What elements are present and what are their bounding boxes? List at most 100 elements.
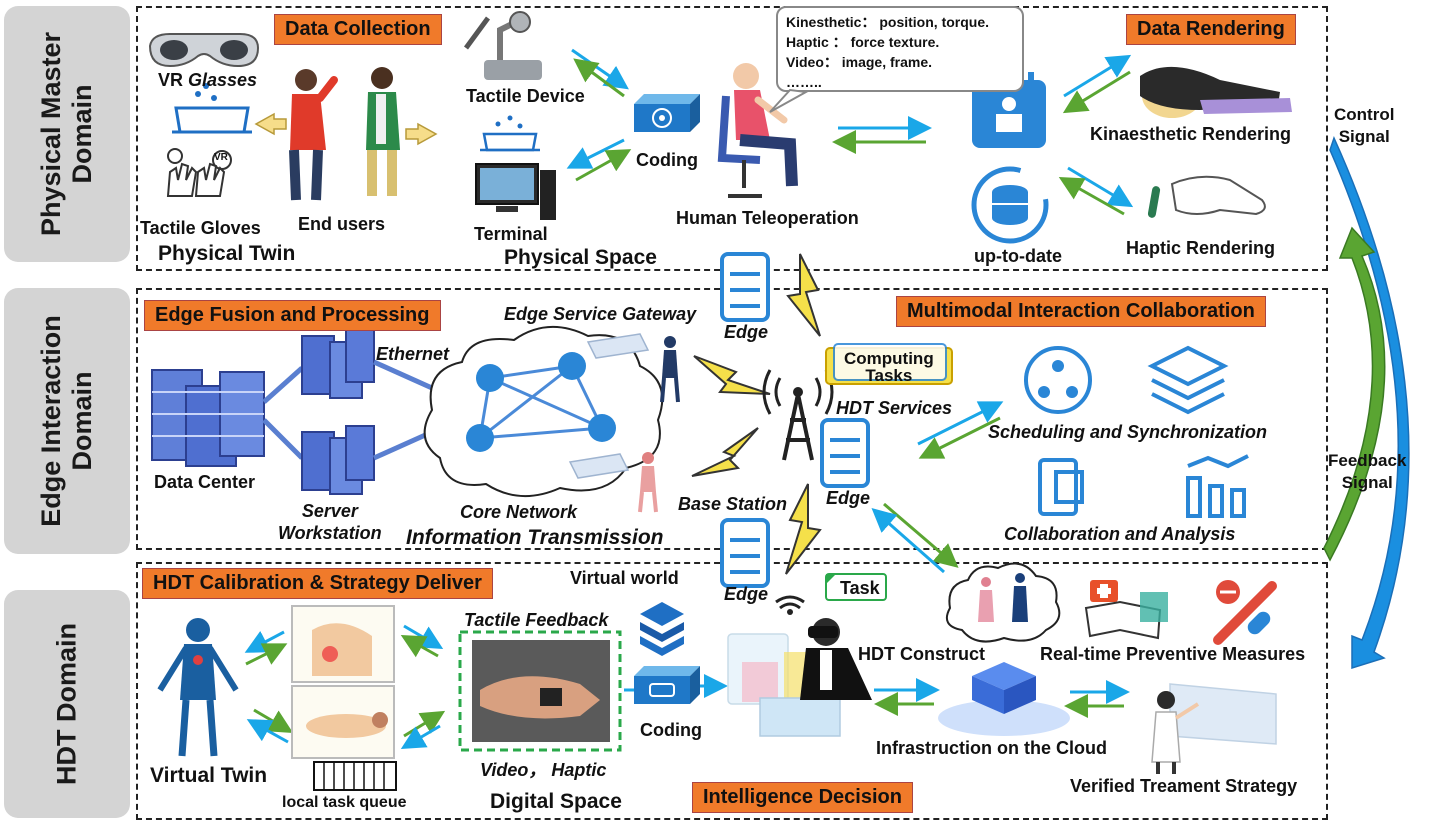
- label-digital-space: Digital Space: [490, 790, 622, 813]
- label-hdt-services: HDT Services: [836, 398, 953, 418]
- label-control-signal: Control Signal: [1334, 105, 1395, 146]
- human-body-dark-icon: [660, 336, 680, 403]
- synchronization-layers-icon: [1147, 345, 1229, 415]
- label-physical-twin: Physical Twin: [158, 242, 296, 265]
- data-center-icon: [151, 369, 265, 467]
- bubble-line-kinesthetic: Kinesthetic： position, torque.: [786, 14, 990, 30]
- label-edge-top: Edge: [724, 322, 769, 342]
- tactile-glove-device-icon: [172, 83, 252, 134]
- human-body-red-icon: [638, 452, 658, 513]
- medical-kit-book-icon: [1084, 580, 1168, 640]
- label-vr-glasses: VR Glasses: [158, 70, 257, 91]
- haptic-rendering-icon: [1147, 175, 1266, 218]
- scheduling-icon: [1024, 346, 1092, 414]
- label-core-network: Core Network: [460, 502, 578, 522]
- label-infrastruction: Infrastruction on the Cloud: [876, 738, 1107, 758]
- header-intelligence: Intelligence Decision: [692, 782, 913, 813]
- label-task: Task: [840, 578, 880, 598]
- label-tactile-gloves: Tactile Gloves: [140, 218, 261, 238]
- label-verified-treatment: Verified Treament Strategy: [1070, 776, 1298, 796]
- local-task-queue-icon: [313, 761, 397, 791]
- up-to-date-database-icon: [971, 166, 1049, 244]
- label-hdt-construct: HDT Construct: [858, 644, 985, 664]
- calibration-scroll-panels-icon: [291, 605, 395, 759]
- label-local-task-queue: local task queue: [282, 794, 407, 811]
- label-edge-service-gateway: Edge Service Gateway: [504, 304, 697, 324]
- control-signal-arc: [1329, 135, 1410, 670]
- label-ethernet: Ethernet: [376, 344, 450, 364]
- hdt-domain-tab: HDT Domain: [4, 590, 130, 818]
- lightning-left-lower-icon: [691, 427, 759, 477]
- label-base-station: Base Station: [678, 494, 788, 514]
- label-vr-text: VR: [158, 70, 189, 90]
- label-virtual-world: Virtual world: [570, 568, 679, 588]
- edge-interaction-domain-tab: Edge Interaction Domain: [4, 288, 130, 554]
- label-terminal: Terminal: [474, 224, 548, 244]
- label-collaboration: Collaboration and Analysis: [1004, 524, 1236, 544]
- vr-badge: VR: [214, 152, 228, 163]
- label-server-workstation: Server Workstation: [278, 501, 382, 543]
- edge-server-mid-icon: [820, 418, 870, 488]
- label-edge-mid: Edge: [826, 488, 871, 508]
- header-multimodal: Multimodal Interaction Collaboration: [896, 296, 1266, 327]
- yellow-arrow-left-icon: [254, 112, 287, 136]
- lightning-top-icon: [786, 253, 821, 337]
- coding-box-bottom-icon: [634, 666, 700, 704]
- feedback-signal-arc: [1323, 226, 1386, 562]
- vr-glasses-icon: [148, 33, 260, 68]
- label-kinaesthetic-rendering: Kinaesthetic Rendering: [1090, 124, 1292, 144]
- server-workstation-icon: [301, 425, 375, 495]
- header-data-collection: Data Collection: [274, 14, 442, 45]
- label-information-transmission: Information Transmission: [406, 526, 664, 549]
- label-coding-bottom: Coding: [640, 720, 702, 740]
- label-coding-top: Coding: [636, 150, 698, 170]
- terminal-icon: [475, 163, 556, 220]
- tactile-gloves-icon: [166, 148, 232, 197]
- tactile-pad-icon: [480, 115, 540, 152]
- label-realtime-preventive: Real-time Preventive Measures: [1040, 644, 1306, 664]
- label-glasses-text: Glasses: [188, 70, 258, 90]
- tactile-feedback-video-icon: [458, 630, 622, 752]
- label-up-to-date: up-to-date: [974, 246, 1062, 266]
- virtual-world-vr-user-icon: [727, 618, 872, 737]
- computing-tasks-icon: [825, 343, 953, 385]
- rendering-hub-icon: [972, 72, 1046, 148]
- edge-server-bottom-icon: [720, 518, 770, 588]
- bubble-line-more: ……..: [786, 74, 822, 90]
- label-end-users: End users: [298, 214, 386, 234]
- verified-treatment-doctor-icon: [1151, 683, 1277, 774]
- label-physical-space: Physical Space: [504, 246, 657, 269]
- edge-server-top-icon: [720, 252, 770, 322]
- lightning-bottom-icon: [785, 483, 822, 575]
- syringe-pills-icon: [1213, 580, 1277, 645]
- end-users-icon: [289, 67, 400, 201]
- collaboration-icon: [1038, 458, 1084, 516]
- label-video-haptic: Video， Haptic: [480, 760, 607, 780]
- core-network-cloud-icon: [423, 326, 664, 498]
- server-top-icon: [301, 327, 375, 399]
- tactile-device-icon: [463, 11, 542, 80]
- cloud-infrastructure-icon: [938, 662, 1070, 736]
- label-data-center: Data Center: [154, 472, 256, 492]
- hdt-construct-cloud-icon: [946, 562, 1061, 643]
- task-box-icon: [825, 573, 887, 601]
- label-virtual-twin: Virtual Twin: [150, 764, 268, 787]
- wifi-icon: [775, 595, 805, 615]
- coding-box-icon: [634, 94, 700, 132]
- analysis-chart-icon: [1186, 454, 1249, 518]
- stack-layers-icon: [640, 602, 684, 656]
- modality-speech-bubble: Kinesthetic： position, torque. Haptic ： …: [776, 6, 1024, 92]
- bubble-line-video: Video： image, frame.: [786, 54, 933, 70]
- lightning-left-upper-icon: [693, 355, 771, 395]
- header-hdt-calibration: HDT Calibration & Strategy Deliver: [142, 568, 493, 599]
- label-edge-bottom: Edge: [724, 584, 769, 604]
- virtual-twin-body-icon: [157, 618, 239, 757]
- label-human-teleoperation: Human Teleoperation: [676, 208, 859, 228]
- physical-master-domain-tab: Physical Master Domain: [4, 6, 130, 262]
- label-tactile-device: Tactile Device: [466, 86, 585, 106]
- label-computing-tasks: Computing Tasks: [844, 349, 934, 385]
- yellow-arrow-right-icon: [405, 122, 438, 146]
- header-data-rendering: Data Rendering: [1126, 14, 1296, 45]
- bubble-line-haptic: Haptic ： force texture.: [786, 34, 940, 50]
